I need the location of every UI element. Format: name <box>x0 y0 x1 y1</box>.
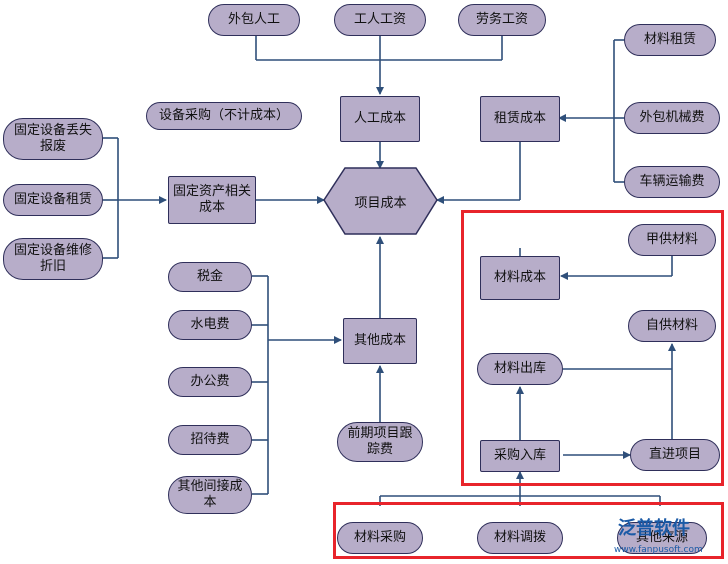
note-equipment-purchase: 设备采购（不计成本） <box>146 102 302 130</box>
node-outsourced-machinery: 外包机械费 <box>624 102 720 134</box>
node-direct-to-project: 直进项目 <box>630 439 720 471</box>
node-preproject-tracking: 前期项目跟踪费 <box>337 422 423 462</box>
node-tax: 税金 <box>168 262 252 292</box>
node-fixed-equip-repair: 固定设备维修折旧 <box>3 238 103 280</box>
node-material-purchase: 材料采购 <box>337 522 423 554</box>
node-labor-cost: 人工成本 <box>340 96 420 142</box>
node-worker-wages: 工人工资 <box>334 4 426 36</box>
procurement-highlight-box <box>333 502 724 559</box>
node-labor-service-wages: 劳务工资 <box>458 4 546 36</box>
node-material-outbound: 材料出库 <box>477 353 563 385</box>
node-other-indirect: 其他间接成本 <box>168 476 252 514</box>
node-vehicle-transport: 车辆运输费 <box>624 166 720 198</box>
node-utilities: 水电费 <box>168 310 252 340</box>
node-material-rental: 材料租赁 <box>624 24 716 56</box>
node-owner-supplied-material: 甲供材料 <box>628 224 716 256</box>
node-office-expense: 办公费 <box>168 367 252 397</box>
node-rental-cost: 租赁成本 <box>480 96 560 142</box>
watermark-brand: 泛普软件 <box>618 518 690 539</box>
node-other-sources: 其他来源 <box>617 522 707 554</box>
node-outsourced-labor: 外包人工 <box>208 4 300 36</box>
node-fixed-asset-cost: 固定资产相关成本 <box>168 176 256 224</box>
node-entertainment: 招待费 <box>168 425 252 455</box>
node-material-cost: 材料成本 <box>480 256 560 300</box>
watermark-url: www.fanpusoft.com <box>614 545 703 555</box>
node-fixed-equip-loss: 固定设备丢失报废 <box>3 118 103 160</box>
node-purchase-inbound: 采购入库 <box>480 440 560 472</box>
node-self-supplied-material: 自供材料 <box>628 310 716 342</box>
material-highlight-box <box>461 210 724 486</box>
project-cost-hexagon <box>323 167 438 235</box>
node-other-cost: 其他成本 <box>343 318 417 364</box>
node-fixed-equip-rental: 固定设备租赁 <box>3 184 103 216</box>
node-project-cost-label: 项目成本 <box>354 195 407 211</box>
node-material-transfer: 材料调拨 <box>477 522 563 554</box>
